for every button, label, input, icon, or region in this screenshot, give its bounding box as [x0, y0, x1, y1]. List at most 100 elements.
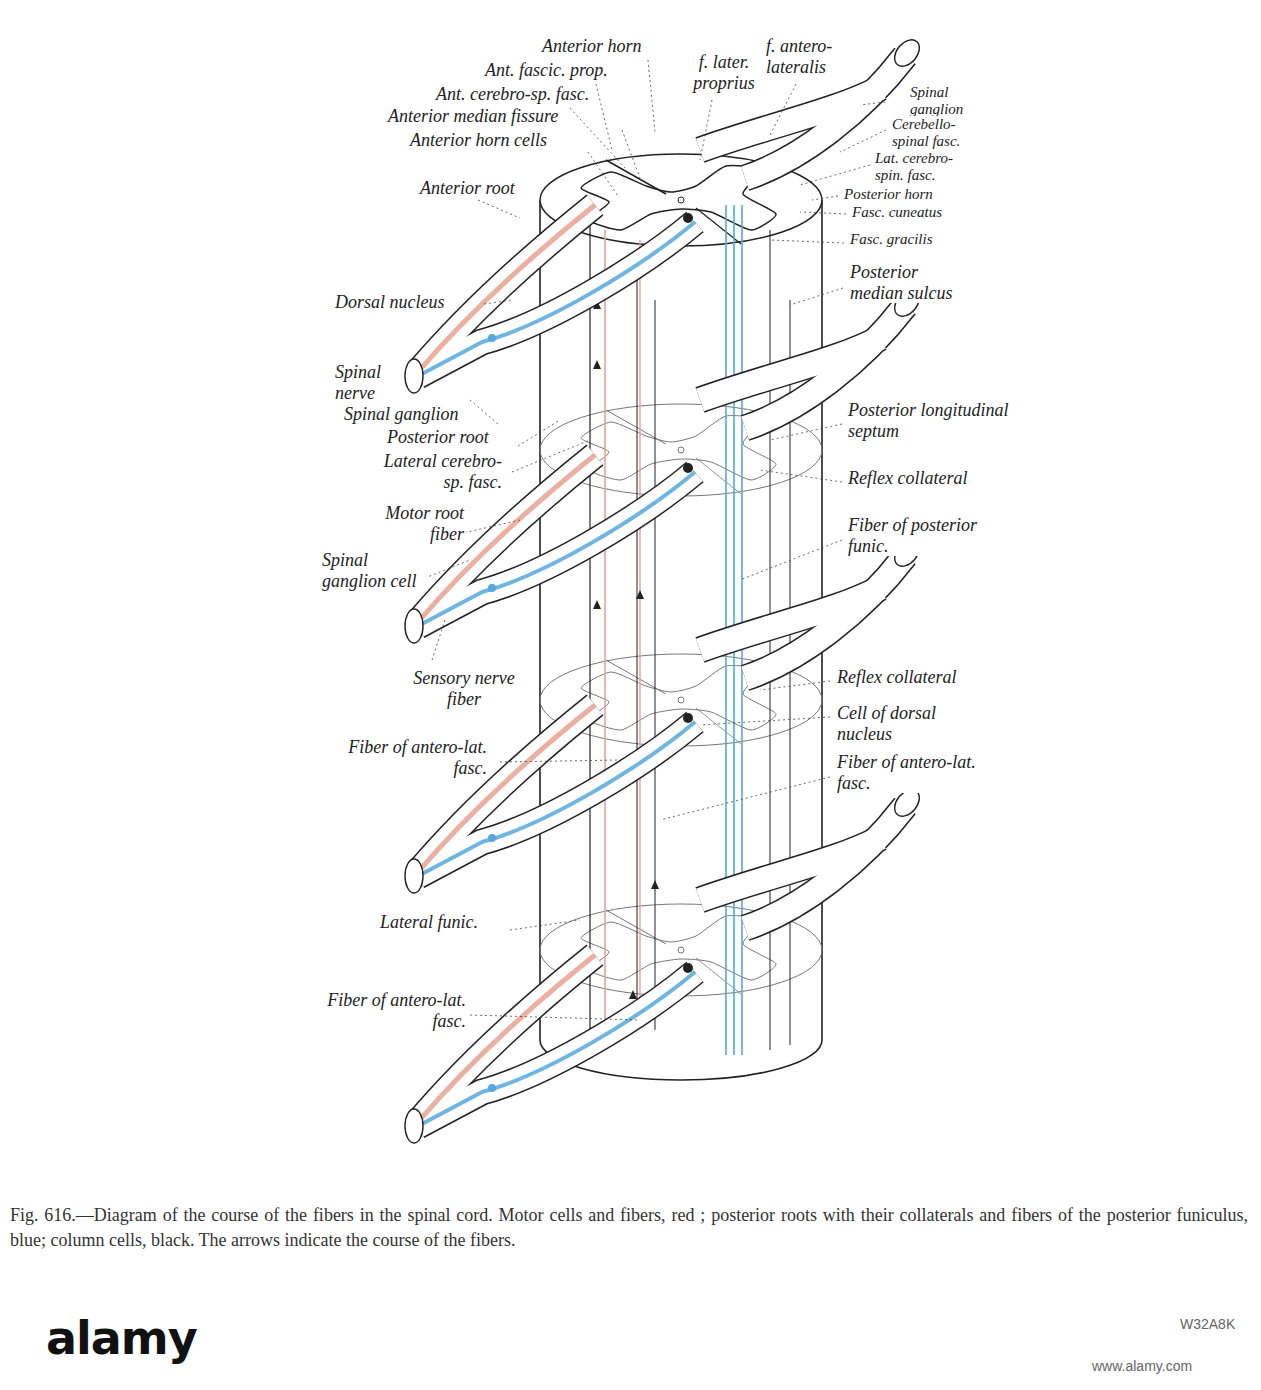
- part-label: Dorsal nucleus: [333, 292, 447, 313]
- figure-caption: Fig. 616.—Diagram of the course of the f…: [10, 1203, 1248, 1253]
- long-fiber: [639, 240, 640, 1000]
- ganglion-cell: [488, 834, 496, 842]
- leader-line: [648, 60, 655, 132]
- part-label: Fasc. cuneatus: [850, 204, 944, 221]
- nerve-root-body: [700, 88, 880, 150]
- leader-line: [622, 130, 640, 178]
- leader-line: [760, 470, 842, 482]
- nerve-end: [405, 609, 423, 643]
- leader-line: [760, 681, 830, 690]
- leader-line: [588, 152, 618, 196]
- nerve-root-body: [418, 955, 595, 1122]
- part-label: Fiber of antero-lat. fasc.: [312, 990, 468, 1031]
- part-label: Ant. fascic. prop.: [483, 60, 610, 81]
- part-label: Sensory nerve fiber: [408, 668, 520, 709]
- direction-arrow: [651, 880, 659, 889]
- leader-line: [660, 777, 830, 820]
- leader-line: [800, 212, 846, 214]
- part-label: Posterior longitudinal septum: [846, 400, 1012, 441]
- nerve-root-body: [418, 705, 595, 872]
- direction-arrow: [593, 600, 601, 609]
- leader-line: [800, 165, 870, 185]
- part-label: Posterior median sulcus: [848, 262, 976, 303]
- leader-line: [484, 300, 512, 304]
- nerve-end: [405, 359, 423, 393]
- leader-line: [596, 84, 612, 150]
- long-fiber: [604, 230, 606, 1020]
- nerve-end: [890, 35, 925, 71]
- part-label: f. antero-lateralis: [764, 36, 864, 77]
- leader-line: [790, 288, 843, 305]
- central-canal: [678, 697, 684, 703]
- leader-line: [478, 200, 520, 218]
- part-label: Reflex collateral: [846, 468, 969, 489]
- leader-line: [700, 717, 830, 725]
- nerve-root-body: [700, 338, 880, 400]
- leader-line: [770, 84, 796, 135]
- nerve-fiber: [418, 205, 595, 372]
- leader-line: [518, 420, 560, 446]
- nerve-fiber: [418, 955, 595, 1122]
- leader-line: [770, 424, 842, 440]
- ganglion-cell: [488, 334, 496, 342]
- nerve-fiber: [418, 222, 695, 376]
- median-fissure: [606, 410, 666, 444]
- direction-arrow: [636, 590, 644, 599]
- median-fissure: [606, 910, 666, 944]
- long-fiber: [637, 250, 638, 1010]
- leader-line: [840, 130, 886, 152]
- part-label: Posterior horn: [842, 186, 935, 203]
- nerve-fiber: [418, 705, 595, 872]
- central-canal: [678, 947, 684, 953]
- central-canal: [678, 447, 684, 453]
- part-label: f. later. proprius: [676, 52, 772, 93]
- dorsal-nucleus-cell: [683, 463, 693, 473]
- dorsal-nucleus-cell: [683, 713, 693, 723]
- part-label: Anterior horn cells: [408, 130, 549, 151]
- long-fiber: [589, 215, 590, 1035]
- part-label: Fiber of antero-lat. fasc.: [333, 737, 489, 778]
- nerve-root-body: [418, 205, 595, 372]
- median-fissure: [606, 160, 666, 194]
- dorsal-nucleus-cell: [683, 963, 693, 973]
- leader-line: [432, 620, 445, 660]
- leader-line: [812, 196, 838, 200]
- part-label: Fiber of posterior funic.: [846, 515, 1002, 556]
- leader-line: [770, 240, 844, 243]
- part-label: Spinal nerve: [333, 362, 399, 403]
- central-canal: [678, 197, 684, 203]
- part-label: Spinal ganglion cell: [320, 550, 428, 591]
- long-fiber: [655, 300, 656, 1030]
- part-label: Anterior root: [418, 178, 517, 199]
- leader-line: [470, 1015, 640, 1020]
- watermark-logo: alamy: [44, 1312, 199, 1365]
- nerve-end: [405, 1109, 423, 1143]
- part-label: Motor root fiber: [350, 503, 466, 544]
- leader-line: [860, 102, 885, 105]
- nerve-end: [405, 859, 423, 893]
- leader-line: [570, 108, 625, 168]
- part-label: Cerebello-spinal fasc.: [890, 116, 986, 151]
- nerve-fiber: [418, 472, 695, 626]
- part-label: Posterior root: [385, 427, 491, 448]
- leader-line: [470, 400, 498, 424]
- part-label: Lateral cerebro-sp. fasc.: [362, 451, 504, 492]
- ganglion-cell: [488, 1084, 496, 1092]
- direction-arrow: [629, 990, 637, 999]
- nerve-root-body: [700, 588, 880, 650]
- leader-line: [740, 540, 842, 580]
- nerve-root-body: [418, 472, 695, 626]
- part-label: Spinal ganglion: [342, 404, 461, 425]
- direction-arrow: [593, 360, 601, 369]
- nerve-root-body: [700, 838, 880, 900]
- nerve-root-body: [418, 222, 695, 376]
- part-label: Cell of dorsal nucleus: [835, 703, 963, 744]
- dorsal-nucleus-cell: [683, 213, 693, 223]
- leader-line: [500, 760, 620, 762]
- part-label: Anterior horn: [540, 36, 644, 57]
- part-label: Lat. cerebro-spin. fasc.: [873, 150, 975, 185]
- watermark-text: www.alamy.com: [1090, 1358, 1194, 1374]
- part-label: Ant. cerebro-sp. fasc.: [434, 84, 591, 105]
- leader-line: [700, 100, 712, 160]
